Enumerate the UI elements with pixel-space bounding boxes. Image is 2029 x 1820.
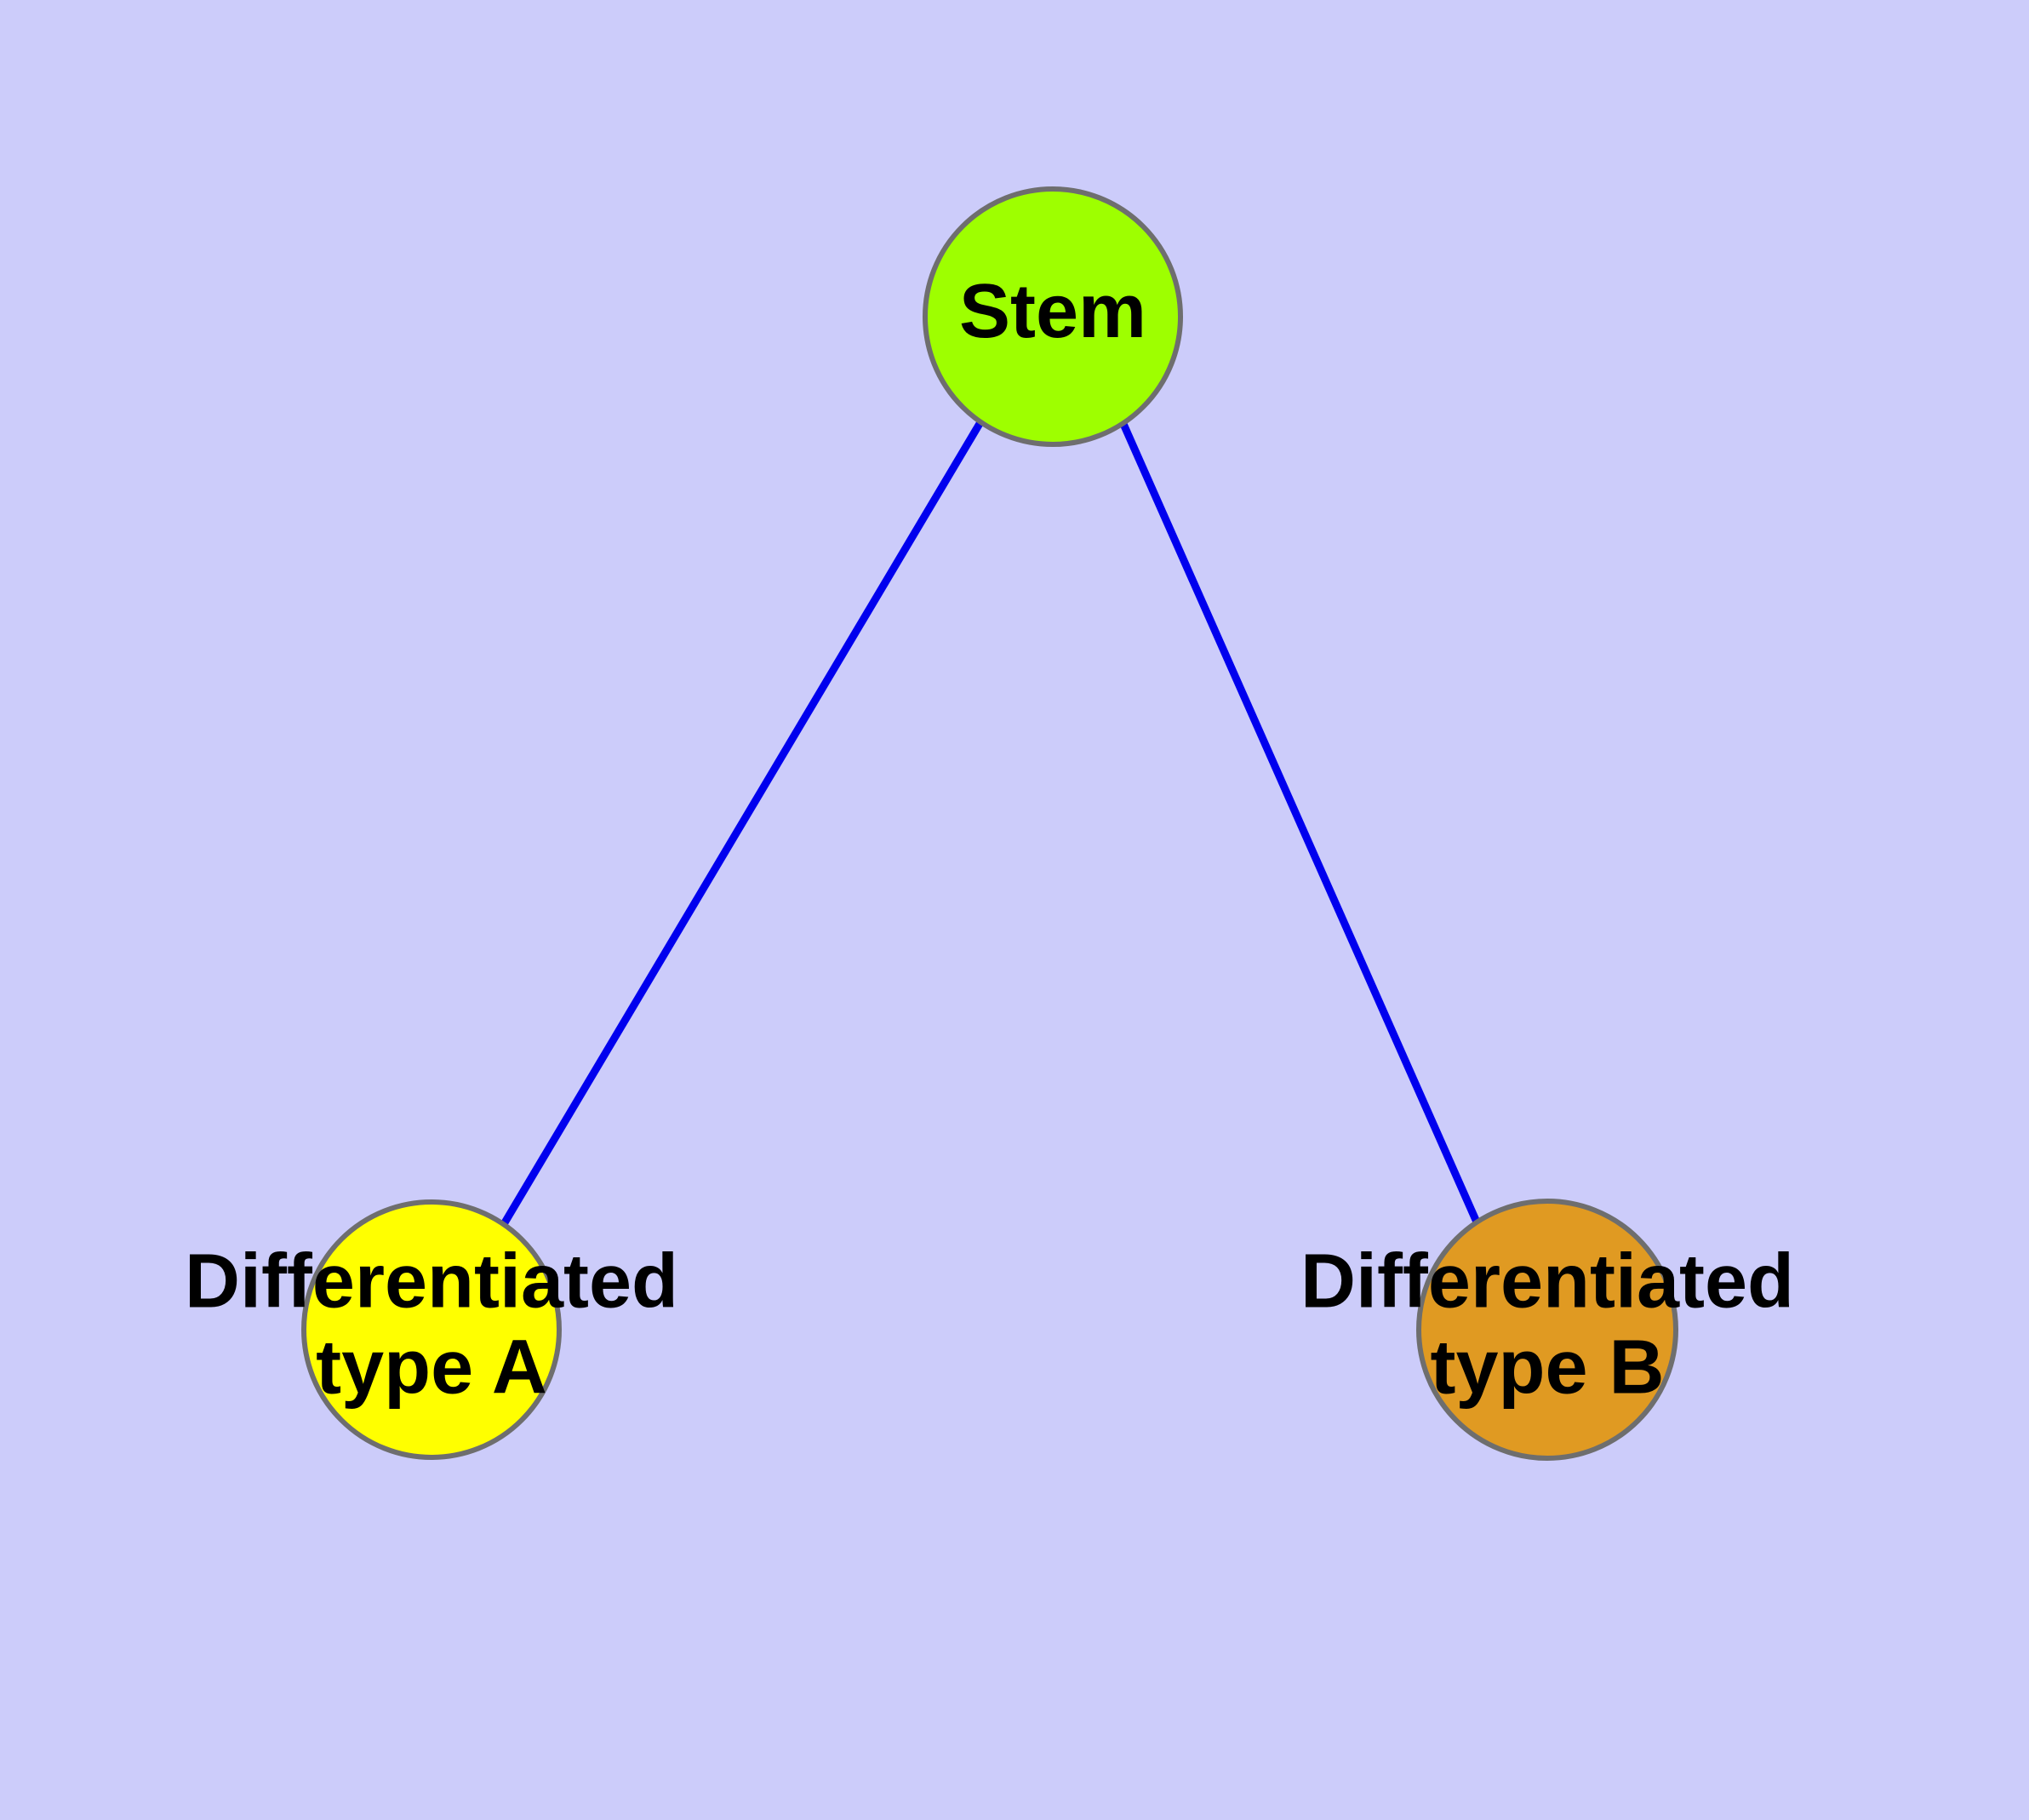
node-stem[interactable]: Stem bbox=[923, 186, 1183, 447]
node-stem-circle[interactable] bbox=[923, 186, 1183, 447]
node-differentiated-type-b-circle[interactable] bbox=[1416, 1199, 1678, 1461]
node-stem-label: Stem bbox=[959, 269, 1146, 354]
node-label-line: Differentiated bbox=[1300, 1239, 1794, 1324]
node-label-line: Stem bbox=[959, 269, 1146, 354]
node-label-line: type B bbox=[1430, 1325, 1664, 1410]
node-label-line: Differentiated bbox=[185, 1239, 678, 1324]
edge-stem-to-differentiated-type-b[interactable] bbox=[1119, 422, 1483, 1228]
edge-layer bbox=[500, 420, 1483, 1228]
node-label-line: type A bbox=[316, 1325, 547, 1410]
node-differentiated-type-a-circle[interactable] bbox=[301, 1199, 562, 1460]
edge-stem-to-differentiated-type-a[interactable] bbox=[500, 420, 984, 1227]
